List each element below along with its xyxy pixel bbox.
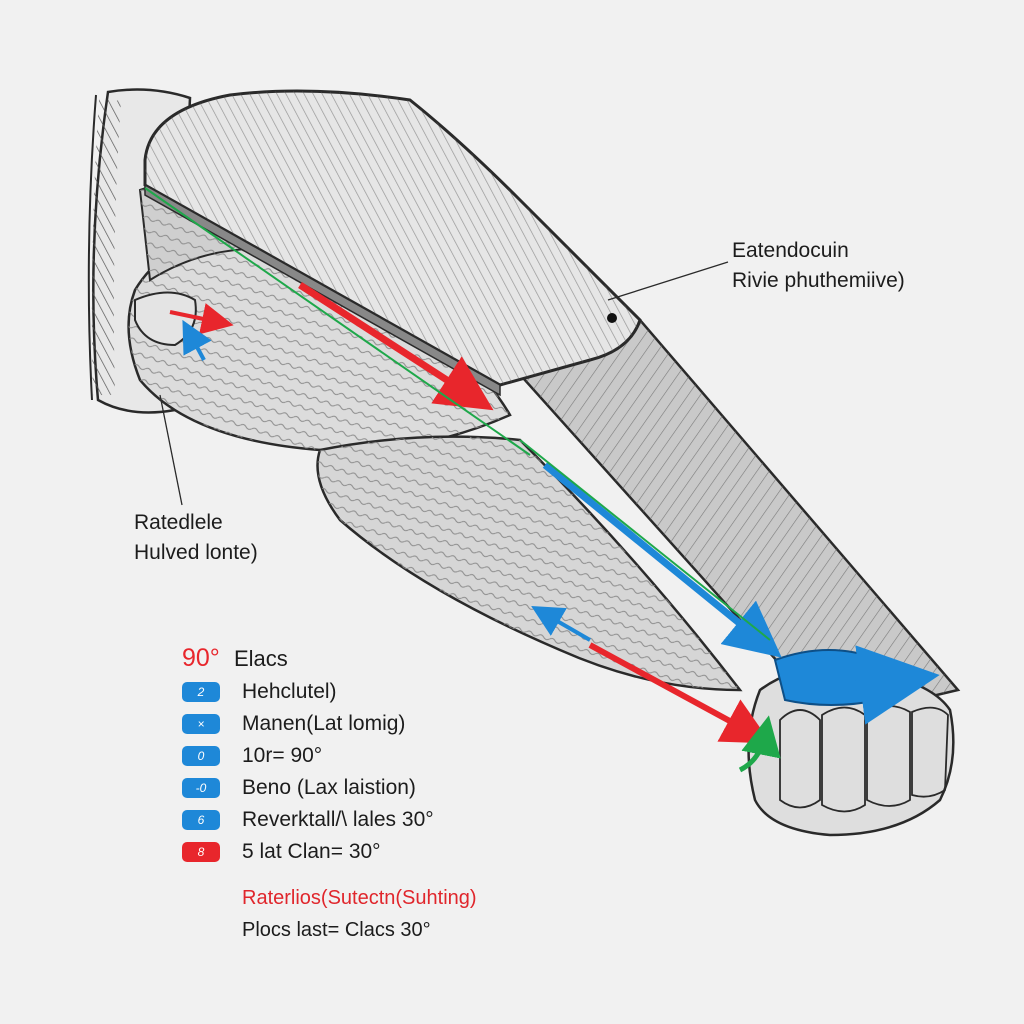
notes: Raterlios(Sutectn(Suhting) Plocs last= C… — [242, 882, 477, 946]
legend-header-label: Elacs — [233, 646, 288, 671]
top-plate — [143, 89, 642, 397]
green-force-arrow — [738, 715, 781, 773]
legend-item: 0 10r= 90° — [182, 740, 602, 772]
callout-left: Ratedlele Hulved lonte) — [134, 508, 258, 568]
legend-item-label: Reverktall/\ lales 30° — [242, 808, 434, 831]
legend-item: 6 Reverktall/\ lales 30° — [182, 804, 602, 836]
green-force-arrow — [144, 187, 531, 456]
legend-header-degree: 90° — [182, 644, 220, 672]
green-force-arrow — [519, 439, 771, 641]
lower-muscle — [316, 435, 743, 692]
callout-top-line-1: Eatendocuin — [732, 239, 849, 262]
legend-badge: -0 — [182, 778, 220, 798]
legend-badge: × — [182, 714, 220, 734]
red-force-arrow — [588, 642, 772, 744]
legend-header: 90° Elacs — [182, 640, 602, 676]
legend-item-label: 5 lat Clan= 30° — [242, 840, 381, 863]
legend-item-label: Hehclutel) — [242, 680, 337, 703]
callout-top: Eatendocuin Rivie phuthemiive) — [732, 236, 905, 296]
blue-force-arrow — [819, 645, 940, 725]
legend-badge: 6 — [182, 810, 220, 830]
note-red: Raterlios(Sutectn(Suhting) — [242, 887, 477, 909]
legend: 90° Elacs 2 Hehclutel) × Manen(Lat lomig… — [182, 640, 602, 868]
callout-left-line-2: Hulved lonte) — [134, 541, 258, 564]
leader-line-top — [607, 261, 729, 301]
blue-force-arrow — [182, 319, 212, 361]
legend-item: -0 Beno (Lax laistion) — [182, 772, 602, 804]
note-dark: Plocs last= Clacs 30° — [242, 919, 431, 941]
legend-badge: 8 — [182, 842, 220, 862]
leader-line-left — [159, 394, 183, 506]
legend-item: 2 Hehclutel) — [182, 676, 602, 708]
legend-badge: 0 — [182, 746, 220, 766]
force-arrows — [144, 187, 940, 773]
red-force-arrow — [298, 282, 494, 411]
blue-force-arrow — [531, 605, 592, 642]
legend-item-label: Manen(Lat lomig) — [242, 712, 406, 735]
blue-force-arrow — [542, 462, 782, 658]
legend-item-label: 10r= 90° — [242, 744, 323, 767]
legend-item: × Manen(Lat lomig) — [182, 708, 602, 740]
legend-badge: 2 — [182, 682, 220, 702]
legend-item-label: Beno (Lax laistion) — [242, 776, 416, 799]
callout-left-line-1: Ratedlele — [134, 511, 223, 534]
legend-item: 8 5 lat Clan= 30° — [182, 836, 602, 868]
callout-top-line-2: Rivie phuthemiive) — [732, 269, 905, 292]
